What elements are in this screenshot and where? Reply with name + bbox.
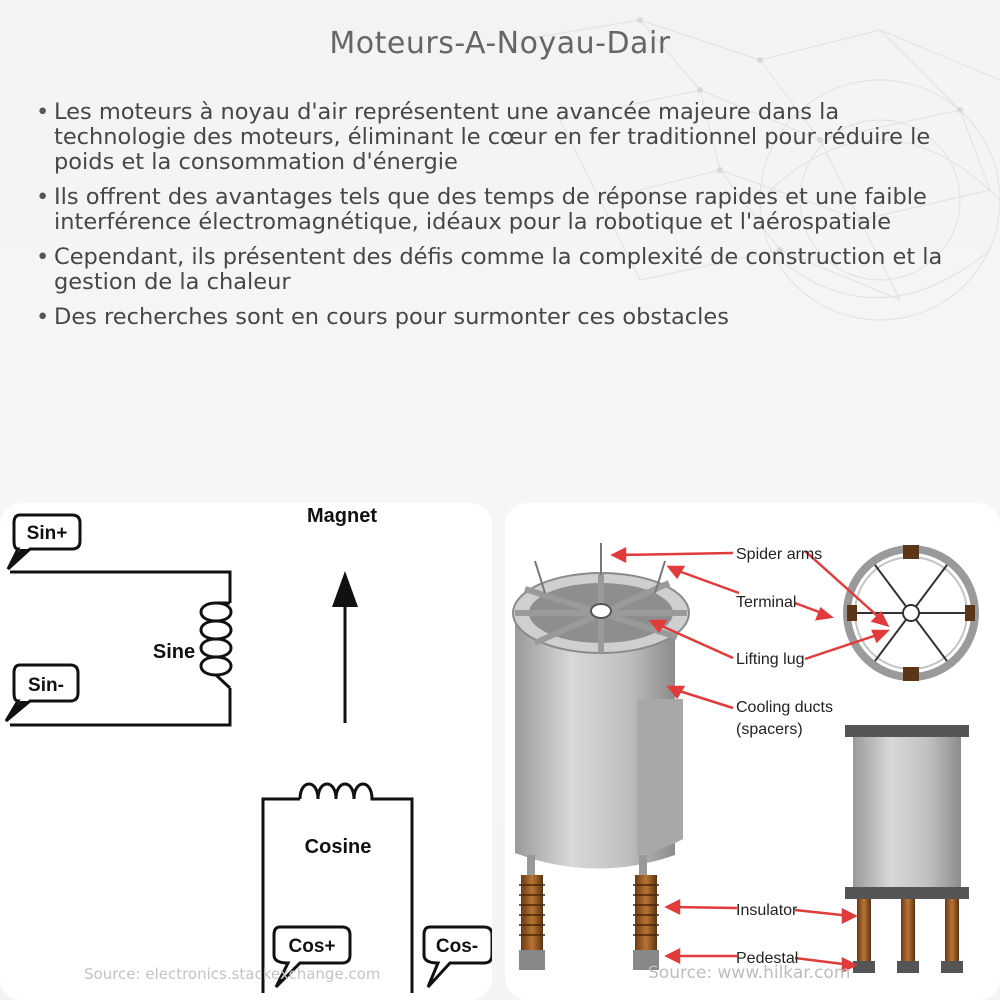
right-source-caption: Source: www.hilkar.com xyxy=(648,963,851,983)
bullet-text: Ils offrent des avantages tels que des t… xyxy=(54,184,927,235)
bullet-dot: • xyxy=(36,184,50,210)
bullet-dot: • xyxy=(36,244,50,270)
magnet-label: Magnet xyxy=(307,505,377,527)
label-lifting-lug: Lifting lug xyxy=(736,651,805,668)
label-terminal: Terminal xyxy=(736,594,796,611)
bullet-text: Des recherches sont en cours pour surmon… xyxy=(54,304,729,330)
sin-plus-label: Sin+ xyxy=(27,523,68,544)
sin-minus-terminal: Sin- xyxy=(4,663,80,723)
label-cooling-ducts: Cooling ducts xyxy=(736,699,833,716)
reactor-top-view xyxy=(843,545,979,681)
reactor-3d-model xyxy=(512,543,690,970)
page-title: Moteurs-A-Noyau-Dair xyxy=(329,26,671,61)
bullet-item: •Les moteurs à noyau d'air représentent … xyxy=(36,100,966,175)
network-background xyxy=(519,17,1000,321)
cos-minus-label: Cos- xyxy=(436,936,478,957)
callout-arrows xyxy=(610,546,891,974)
reactor-illustration: Spider arms Terminal Lifting lug Cooling… xyxy=(512,543,979,974)
sin-plus-terminal: Sin+ xyxy=(6,513,82,571)
label-insulator: Insulator xyxy=(736,902,798,919)
cos-minus-terminal: Cos- xyxy=(422,925,492,989)
label-pedestal: Pedestal xyxy=(736,950,798,967)
sin-minus-label: Sin- xyxy=(28,675,64,696)
bullet-text: Cependant, ils présentent des défis comm… xyxy=(54,244,943,295)
resolver-diagram: Magnet Sine Sin+ Sin- xyxy=(4,505,492,993)
bullet-item: •Cependant, ils présentent des défis com… xyxy=(36,245,966,295)
label-cooling-ducts-spacers: (spacers) xyxy=(736,721,803,738)
reactor-side-view xyxy=(845,725,969,973)
cosine-circuit xyxy=(261,782,414,993)
bullet-list: •Les moteurs à noyau d'air représentent … xyxy=(36,100,966,340)
bullet-dot: • xyxy=(36,304,50,330)
bullet-dot: • xyxy=(36,99,50,125)
cosine-label: Cosine xyxy=(305,836,372,858)
magnet-arrow xyxy=(332,571,358,723)
air-core-reactor-panel: Spider arms Terminal Lifting lug Cooling… xyxy=(505,503,1000,1000)
cos-plus-terminal: Cos+ xyxy=(272,925,352,989)
sine-label: Sine xyxy=(153,641,195,663)
label-spider-arms: Spider arms xyxy=(736,546,822,563)
bullet-item: •Des recherches sont en cours pour surmo… xyxy=(36,305,966,330)
bullet-text: Les moteurs à noyau d'air représentent u… xyxy=(54,99,931,175)
resolver-diagram-panel: Magnet Sine Sin+ Sin- xyxy=(0,503,492,1000)
left-source-caption: Source: electronics.stackexchange.com xyxy=(84,965,381,983)
bullet-item: •Ils offrent des avantages tels que des … xyxy=(36,185,966,235)
cos-plus-label: Cos+ xyxy=(289,936,336,957)
sine-circuit xyxy=(10,570,233,727)
